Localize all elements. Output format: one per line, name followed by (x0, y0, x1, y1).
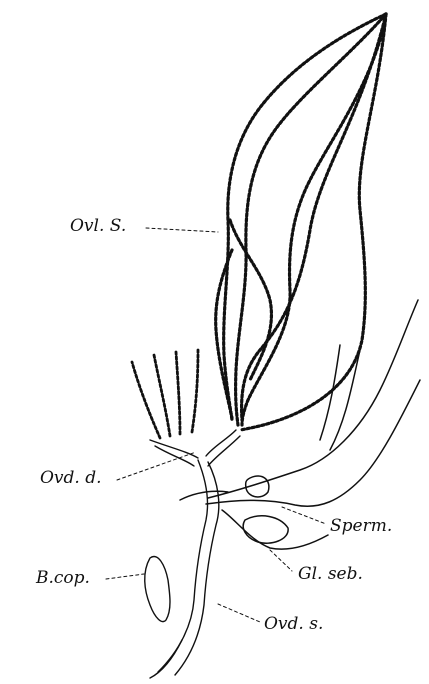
ovarian-strands (216, 14, 386, 430)
left-fan-strands (132, 350, 198, 438)
label-ovarian-strand: Ovl. S. (70, 218, 126, 235)
label-oviduct-d: Ovd. d. (40, 470, 102, 487)
label-oviduct-s: Ovd. s. (264, 616, 323, 633)
bursa-copulatrix (145, 557, 170, 622)
oviduct-tubes (150, 430, 240, 678)
label-sperm: Sperm. (330, 518, 392, 535)
leader-lines (106, 228, 326, 622)
label-sebaceous-gland: Gl. seb. (298, 566, 363, 583)
label-bursa-copulatrix: B.cop. (36, 570, 90, 587)
